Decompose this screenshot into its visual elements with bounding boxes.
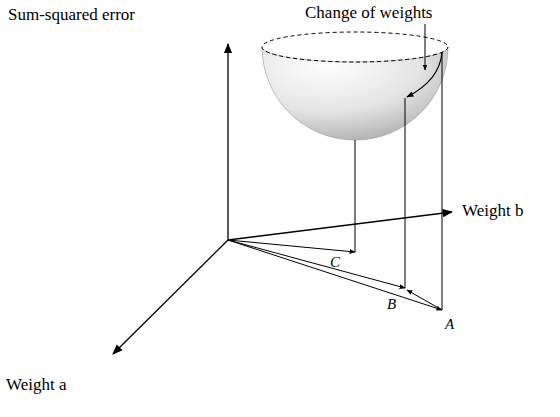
point-label: C: [330, 254, 340, 271]
callout-label: Change of weights: [305, 4, 432, 23]
weight-vector: [228, 240, 405, 288]
axis-label: Weight b: [462, 202, 523, 221]
weight-vector: [228, 240, 442, 310]
projection-line: [355, 140, 356, 252]
callout-arrow: [425, 24, 426, 70]
bowl-rim: [262, 32, 448, 62]
point-label: B: [387, 296, 396, 313]
axis-label: Sum-squared error: [8, 6, 135, 25]
point-label: A: [445, 316, 454, 333]
weight-change: [407, 290, 442, 310]
descent-path: [407, 52, 442, 97]
axis-label: Weight a: [6, 376, 66, 395]
weight-b-axis: [228, 212, 452, 240]
projection-line: [442, 52, 443, 310]
projection-line: [405, 98, 406, 288]
error-bowl: [262, 47, 448, 140]
weight-a-axis: [113, 240, 228, 354]
error-axis: [227, 44, 228, 240]
